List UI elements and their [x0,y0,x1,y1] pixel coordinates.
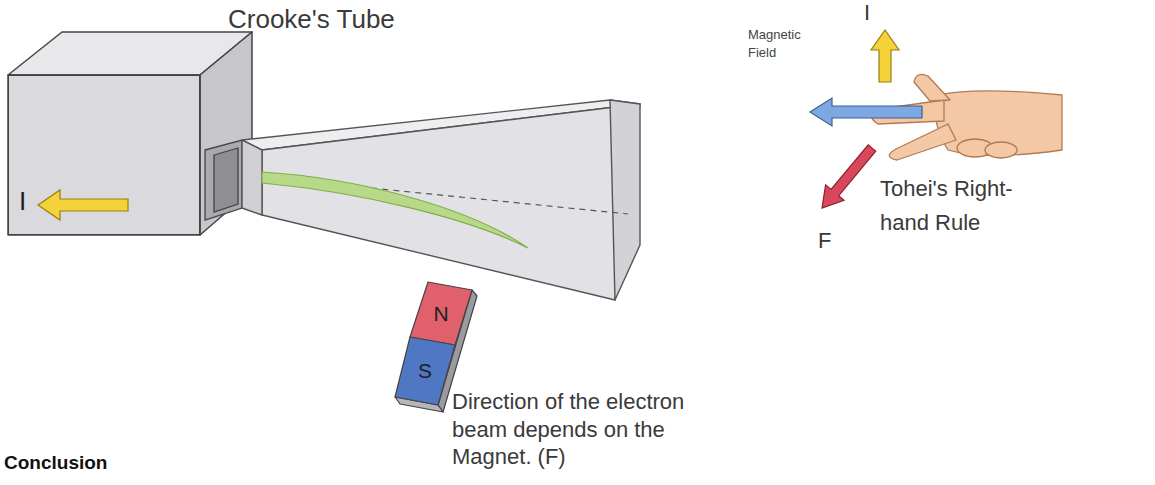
field-arrow [810,98,922,126]
south-pole: S [395,337,455,405]
label-holder: Conclusion [4,452,107,475]
label-holder: I [864,0,870,26]
north-pole: N [410,282,472,345]
pole-face [395,337,455,405]
label-holder: F [818,228,831,254]
neck-face [205,140,242,220]
rule-label: Tohei's Right-hand Rule [880,172,1058,240]
tube-neck [205,140,242,220]
pole-letter: S [418,359,432,383]
pole-face [410,282,472,345]
title-label: Crooke's Tube [228,4,395,35]
thumb [914,74,950,101]
current-arrow [38,190,128,220]
curled-finger [985,142,1017,158]
force-arrow [822,145,876,208]
label-holder: Crooke's Tube [228,4,395,35]
box-front [8,75,200,235]
housing-box [8,32,252,235]
label-holder: Tohei's Right-hand Rule [880,172,1058,240]
note-label: Direction of the electron beam depends o… [452,388,720,471]
label-holder: Direction of the electron beam depends o… [452,388,720,471]
neck-inner [214,148,238,212]
field-label: Magnetic Field [748,26,810,62]
current-label: I [864,0,870,26]
crookes-tube [242,100,640,300]
section-heading: Conclusion [4,452,107,475]
current-arrow [871,30,899,82]
force-label: F [818,228,831,254]
tube-mouth [242,140,262,215]
tube-front [262,104,640,300]
pole-letter: N [433,302,448,326]
middle-finger [889,124,956,160]
electron-beam [262,172,528,248]
label-holder: Magnetic Field [748,26,810,62]
tube-end [610,100,640,300]
housing-face: I [8,75,200,235]
pole-letter: I [19,186,26,217]
